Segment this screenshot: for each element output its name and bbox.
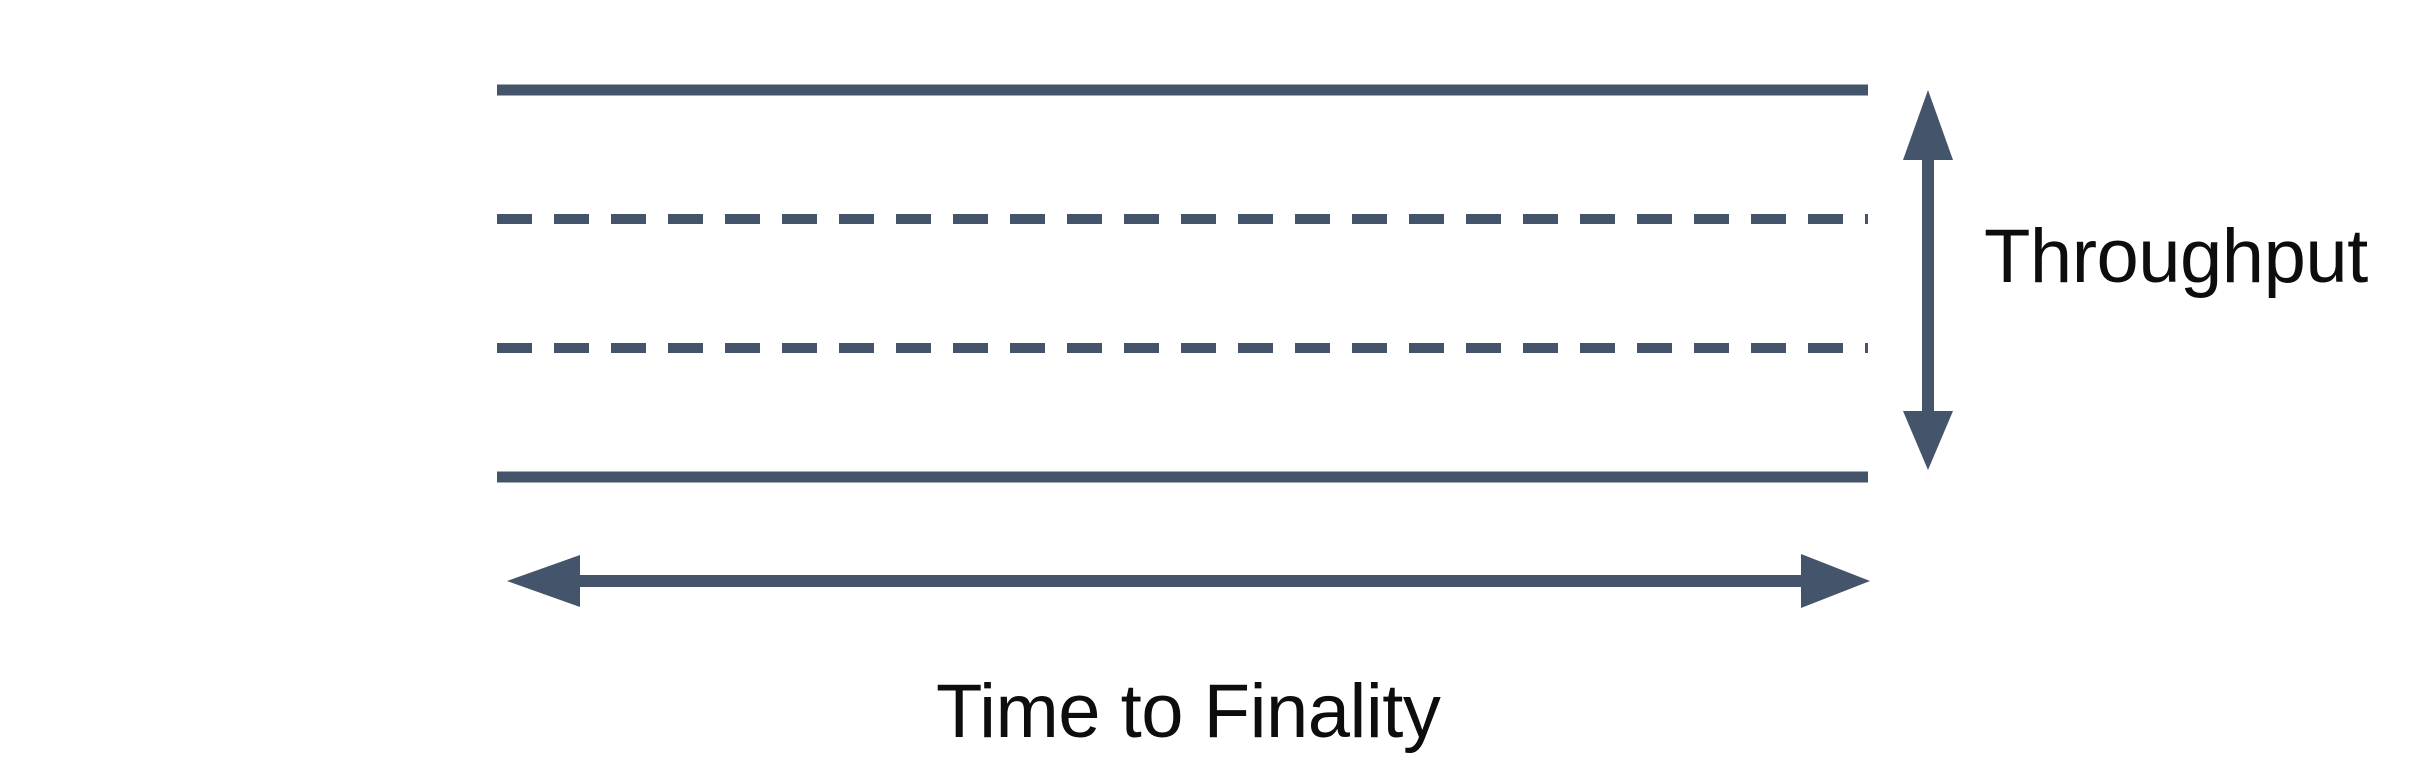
throughput-arrow-head-up bbox=[1903, 90, 1953, 160]
double-arrow-vertical-icon bbox=[1903, 90, 1953, 470]
throughput-label: Throughput bbox=[1984, 214, 2368, 299]
roadway-lane-group bbox=[497, 84, 1868, 483]
time-to-finality-label: Time to Finality bbox=[936, 669, 1441, 754]
throughput-arrow-shaft bbox=[1922, 150, 1934, 422]
throughput-arrow-head-down bbox=[1903, 411, 1953, 470]
double-arrow-horizontal-icon bbox=[507, 554, 1870, 608]
time-arrow-head-right bbox=[1801, 554, 1870, 608]
time-arrow-shaft bbox=[570, 575, 1805, 587]
time-arrow-head-left bbox=[507, 555, 580, 607]
